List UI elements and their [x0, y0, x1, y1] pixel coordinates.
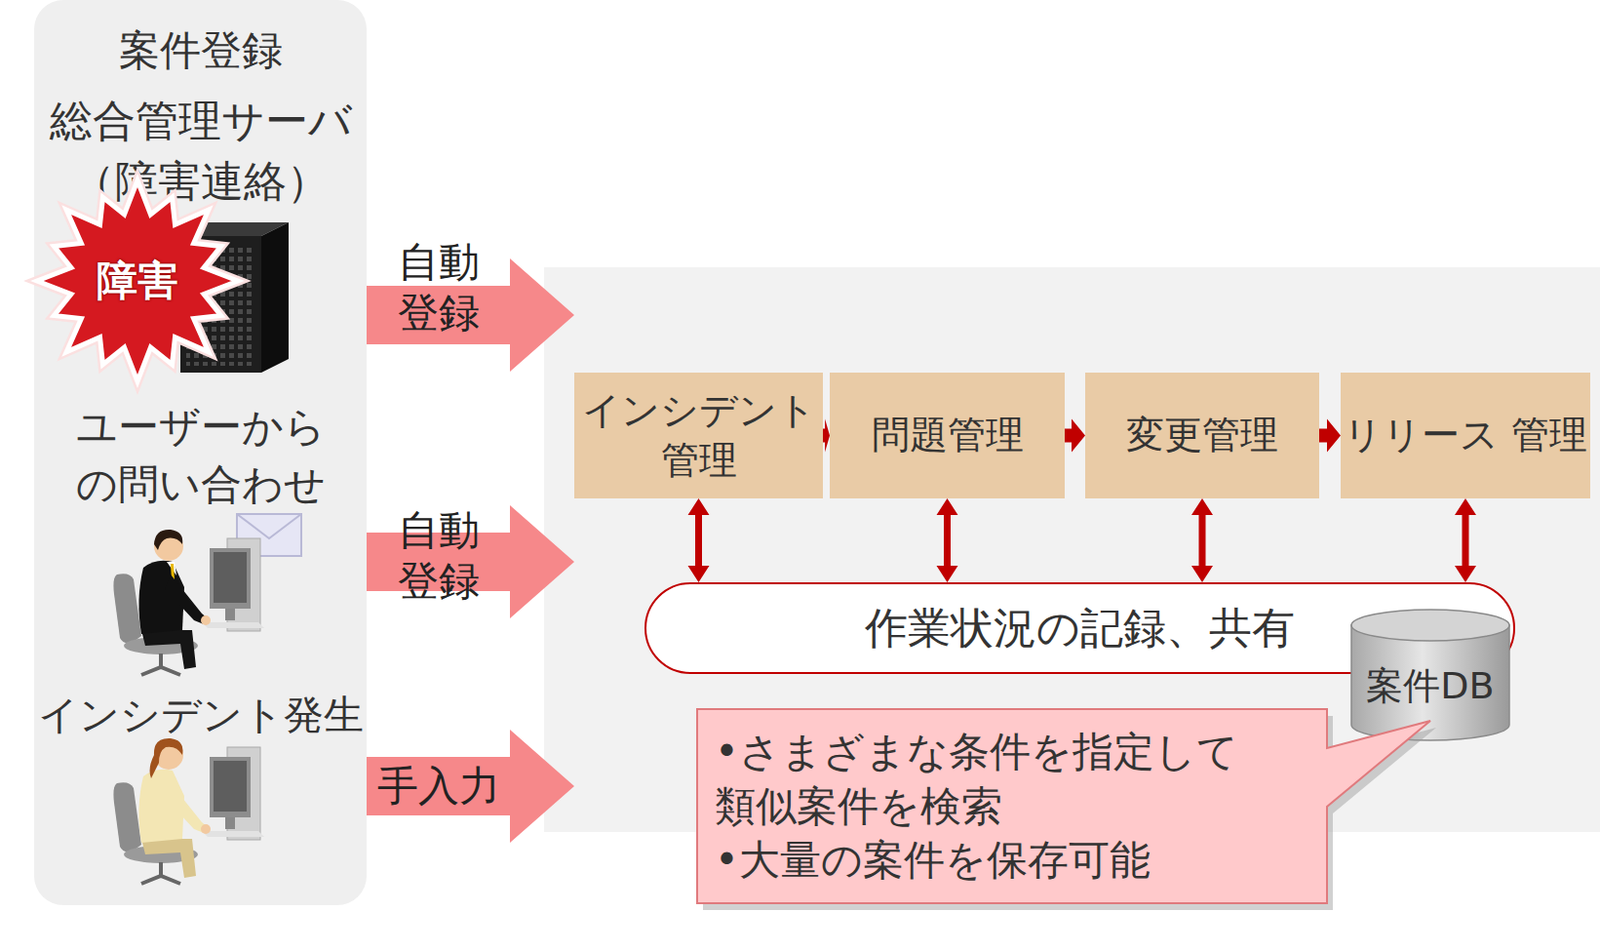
arrow-label: 自動 登録 — [380, 505, 498, 607]
text-slot: ユーザーから の問い合わせ — [34, 397, 367, 513]
panel-text: インシデント発生 — [34, 687, 367, 742]
process-box: 問題管理 — [829, 372, 1065, 499]
registration-panel: 案件登録総合管理サーバ （障害連絡） ユーザーから の問い合わせインシデント発生 障… — [34, 0, 367, 905]
node-label: 作業状況の記録、共有 — [864, 599, 1295, 656]
arrow-label: 自動 登録 — [380, 236, 498, 339]
callout-text: •さまざまな条件を指定して 類似案件を検索 — [714, 724, 1310, 833]
flow-arrow — [1064, 419, 1086, 453]
flow-arrow — [936, 498, 959, 583]
text-slot: 自動 登録 — [380, 236, 498, 339]
text-slot: 自動 登録 — [380, 505, 498, 607]
process-box: 変更管理 — [1085, 372, 1320, 499]
panel-text: 案件登録 — [34, 21, 367, 80]
flow-arrow — [1319, 419, 1341, 453]
node-label: 案件DB — [1365, 662, 1494, 710]
cylinder-top — [1351, 609, 1510, 641]
person-at-computer — [113, 738, 265, 884]
burst-glow — [37, 180, 238, 382]
text-slot: 総合管理サーバ （障害連絡） — [34, 90, 367, 212]
callout-shape — [697, 708, 1431, 903]
flow-arrow — [822, 419, 830, 453]
arrow-label: 手入力 — [351, 760, 527, 812]
flow-arrow — [1191, 498, 1213, 583]
process-box: リリース 管理 — [1340, 372, 1591, 499]
process-box: インシデント 管理 — [574, 372, 823, 499]
callout-box: •さまざまな条件を指定して 類似案件を検索•大量の案件を保存可能 — [697, 708, 1327, 903]
callout-text: •大量の案件を保存可能 — [714, 832, 1151, 887]
cylinder-body — [1351, 624, 1510, 741]
flow-arrow — [1454, 498, 1477, 583]
node-label: 変更管理 — [1126, 410, 1279, 461]
panel-text: 総合管理サーバ （障害連絡） — [34, 90, 367, 212]
node-label: リリース 管理 — [1343, 410, 1587, 461]
person-at-computer — [113, 529, 265, 675]
alert-text: 障害 — [96, 254, 179, 309]
alert-burst: 障害 — [35, 178, 240, 384]
burst-shape — [37, 180, 238, 382]
text-slot: インシデント発生 — [34, 687, 367, 742]
text-slot: 案件登録 — [34, 21, 367, 80]
flow-arrow — [688, 498, 710, 583]
text-slot: 手入力 — [351, 760, 527, 812]
node-label: インシデント 管理 — [574, 386, 823, 485]
node-label: 問題管理 — [871, 410, 1024, 461]
panel-text: ユーザーから の問い合わせ — [34, 397, 367, 513]
